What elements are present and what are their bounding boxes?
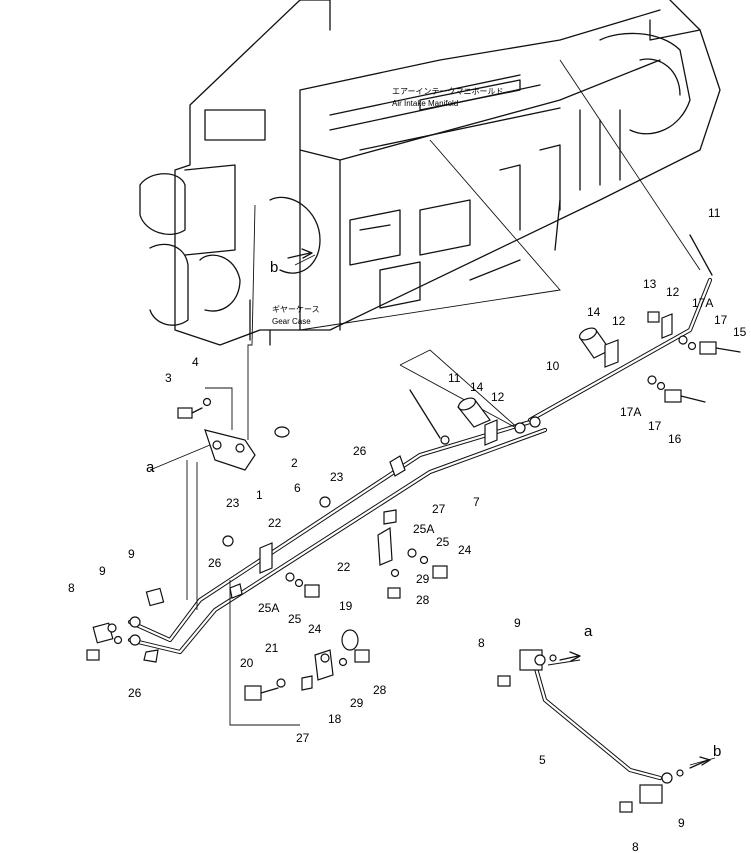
letter-a: a <box>584 623 593 640</box>
bolt-3 <box>177 407 193 419</box>
callout-1: 1 <box>256 488 263 502</box>
callout-21: 21 <box>265 641 279 655</box>
parts <box>86 234 741 813</box>
callout-17a: 17A <box>620 405 641 419</box>
bracket-1 <box>204 429 256 471</box>
air-intake-label-jp: エアーインテークマニホールド <box>392 87 504 96</box>
callout-25a: 25A <box>258 601 279 615</box>
callout-9: 9 <box>678 816 685 830</box>
clamp-27 <box>383 509 397 525</box>
leader-lines <box>149 59 716 766</box>
callout-12: 12 <box>612 314 626 328</box>
bolt-20 <box>244 685 262 701</box>
tube-assembly <box>127 277 713 781</box>
clamp-26 <box>389 455 406 477</box>
callout-3: 3 <box>165 371 172 385</box>
letter-b: b <box>270 259 278 276</box>
callout-9: 9 <box>128 547 135 561</box>
callout-12: 12 <box>666 285 680 299</box>
bolt-28 <box>387 587 401 599</box>
callout-27: 27 <box>296 731 310 745</box>
bolt-15 <box>699 341 717 355</box>
bolt-16 <box>664 389 682 403</box>
callout-25: 25 <box>288 612 302 626</box>
callout-9: 9 <box>99 564 106 578</box>
callout-2: 2 <box>291 456 298 470</box>
callouts: 1 2 3 4 5 6 7 8 8 8 9 9 9 9 10 11 11 12 … <box>68 206 747 853</box>
arrows <box>287 248 711 769</box>
callout-9: 9 <box>514 616 521 630</box>
callout-25a: 25A <box>413 522 434 536</box>
callout-26: 26 <box>208 556 222 570</box>
bolt-24 <box>304 584 320 598</box>
callout-10: 10 <box>546 359 560 373</box>
washer-23 <box>222 535 234 547</box>
callout-23: 23 <box>330 470 344 484</box>
washer-4 <box>202 397 212 407</box>
o-ring-2 <box>274 426 290 438</box>
callout-17: 17 <box>714 313 728 327</box>
callout-11: 11 <box>448 371 461 385</box>
callout-17: 17 <box>648 419 662 433</box>
callout-12: 12 <box>491 390 505 404</box>
callout-15: 15 <box>733 325 747 339</box>
callout-14: 14 <box>470 380 484 394</box>
callout-26: 26 <box>128 686 142 700</box>
callout-4: 4 <box>192 355 199 369</box>
bracket-22 <box>259 542 273 574</box>
letter-a: a <box>146 459 155 476</box>
callout-6: 6 <box>294 481 301 495</box>
callout-18: 18 <box>328 712 342 726</box>
gear-case-label-jp: ギヤーケース <box>272 305 320 314</box>
callout-8: 8 <box>478 636 485 650</box>
callout-28: 28 <box>373 683 387 697</box>
callout-27: 27 <box>432 502 446 516</box>
callout-16: 16 <box>668 432 682 446</box>
callout-28: 28 <box>416 593 430 607</box>
callout-26: 26 <box>353 444 367 458</box>
callout-25: 25 <box>436 535 450 549</box>
callout-11: 11 <box>708 206 721 220</box>
spacer-13 <box>647 311 660 323</box>
callout-14: 14 <box>587 305 601 319</box>
engine-block <box>139 0 721 346</box>
callout-23: 23 <box>226 496 240 510</box>
callout-22: 22 <box>337 560 351 574</box>
bolt-8 <box>86 649 100 661</box>
callout-5: 5 <box>539 753 546 767</box>
cushion-19 <box>341 629 359 651</box>
washer-29 <box>390 568 400 578</box>
callout-19: 19 <box>339 599 353 613</box>
bracket-12 <box>484 419 498 446</box>
callout-7: 7 <box>473 495 480 509</box>
air-intake-label-en: Air Intake Manifold <box>392 99 458 108</box>
washer-21 <box>276 678 286 688</box>
callout-17a: 17A <box>692 296 713 310</box>
callout-20: 20 <box>240 656 254 670</box>
callout-24: 24 <box>458 543 472 557</box>
gear-case-label-en: Gear Case <box>272 317 311 326</box>
callout-24: 24 <box>308 622 322 636</box>
letter-b: b <box>713 743 721 760</box>
callout-29: 29 <box>350 696 364 710</box>
callout-22: 22 <box>268 516 282 530</box>
callout-8: 8 <box>68 581 75 595</box>
callout-8: 8 <box>632 840 639 853</box>
callout-29: 29 <box>416 572 430 586</box>
callout-13: 13 <box>643 277 657 291</box>
